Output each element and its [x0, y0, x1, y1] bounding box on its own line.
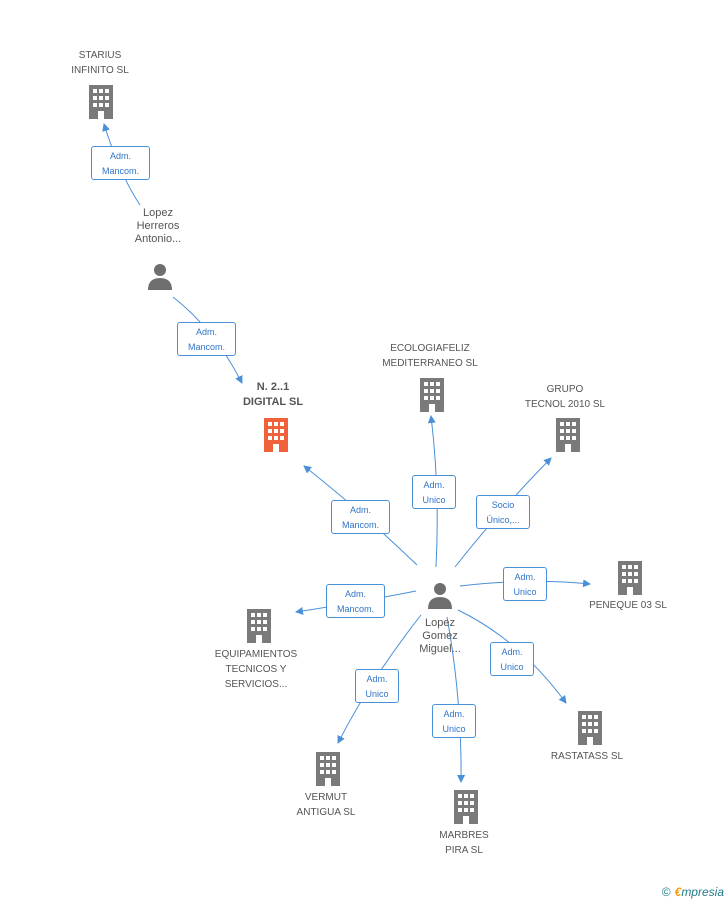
company-label: N. 2..1 DIGITAL SL — [242, 381, 304, 408]
company-rastatass[interactable]: RASTATASS SL — [537, 749, 637, 764]
building-icon — [89, 85, 113, 119]
company-peneque[interactable]: PENEQUE 03 SL — [578, 598, 678, 613]
relation-label[interactable]: Adm. Unico — [490, 642, 534, 676]
relation-label[interactable]: Adm. Mancom. — [331, 500, 390, 534]
company-grupo-tecnol[interactable]: GRUPO TECNOL 2010 SL — [510, 382, 620, 412]
company-n21-digital[interactable]: N. 2..1 DIGITAL SL — [218, 380, 328, 410]
company-label: STARIUS INFINITO SL — [71, 50, 129, 76]
building-icon — [618, 561, 642, 595]
company-equipamientos[interactable]: EQUIPAMIENTOS TECNICOS Y SERVICIOS... — [200, 647, 312, 692]
company-ecologiafeliz[interactable]: ECOLOGIAFELIZ MEDITERRANEO SL — [370, 341, 490, 371]
relation-label[interactable]: Adm. Unico — [355, 669, 399, 703]
person-icon[interactable] — [146, 262, 174, 290]
company-label: RASTATASS SL — [550, 751, 624, 762]
company-label: MARBRES PIRA SL — [439, 830, 489, 856]
company-vermut[interactable]: VERMUT ANTIGUA SL — [276, 790, 376, 820]
brand-e: € — [674, 885, 682, 899]
company-label: EQUIPAMIENTOS TECNICOS Y SERVICIOS... — [214, 649, 298, 690]
company-label: VERMUT ANTIGUA SL — [296, 792, 356, 818]
relation-label[interactable]: Adm. Unico — [432, 704, 476, 738]
person-label-gomez: Lopez Gomez Miguel... — [419, 617, 461, 655]
company-marbres[interactable]: MARBRES PIRA SL — [414, 828, 514, 858]
brand-name: mpresia — [681, 885, 724, 899]
building-icon — [247, 609, 271, 643]
company-starius[interactable]: STARIUS INFINITO SL — [48, 48, 152, 78]
empresia-logo: ©€mpresia — [662, 885, 724, 899]
relation-label[interactable]: Socio Único,... — [476, 495, 530, 529]
edge-gomez-marbres — [446, 616, 466, 783]
relation-label[interactable]: Adm. Unico — [412, 475, 456, 509]
company-label: ECOLOGIAFELIZ MEDITERRANEO SL — [382, 343, 478, 369]
relation-label[interactable]: Adm. Mancom. — [177, 322, 236, 356]
building-icon — [578, 711, 602, 745]
relation-label[interactable]: Adm. Mancom. — [326, 584, 385, 618]
person-label-herreros: Lopez Herreros Antonio... — [134, 207, 182, 245]
building-icon — [454, 790, 478, 824]
company-label: GRUPO TECNOL 2010 SL — [524, 384, 606, 410]
building-icon — [316, 752, 340, 786]
building-icon — [556, 418, 580, 452]
person-icon[interactable] — [426, 581, 454, 609]
relation-label[interactable]: Adm. Unico — [503, 567, 547, 601]
building-icon — [420, 378, 444, 412]
building-icon — [264, 418, 288, 452]
company-label: PENEQUE 03 SL — [589, 600, 667, 611]
relation-label[interactable]: Adm. Mancom. — [91, 146, 150, 180]
copyright-symbol: © — [661, 885, 671, 899]
